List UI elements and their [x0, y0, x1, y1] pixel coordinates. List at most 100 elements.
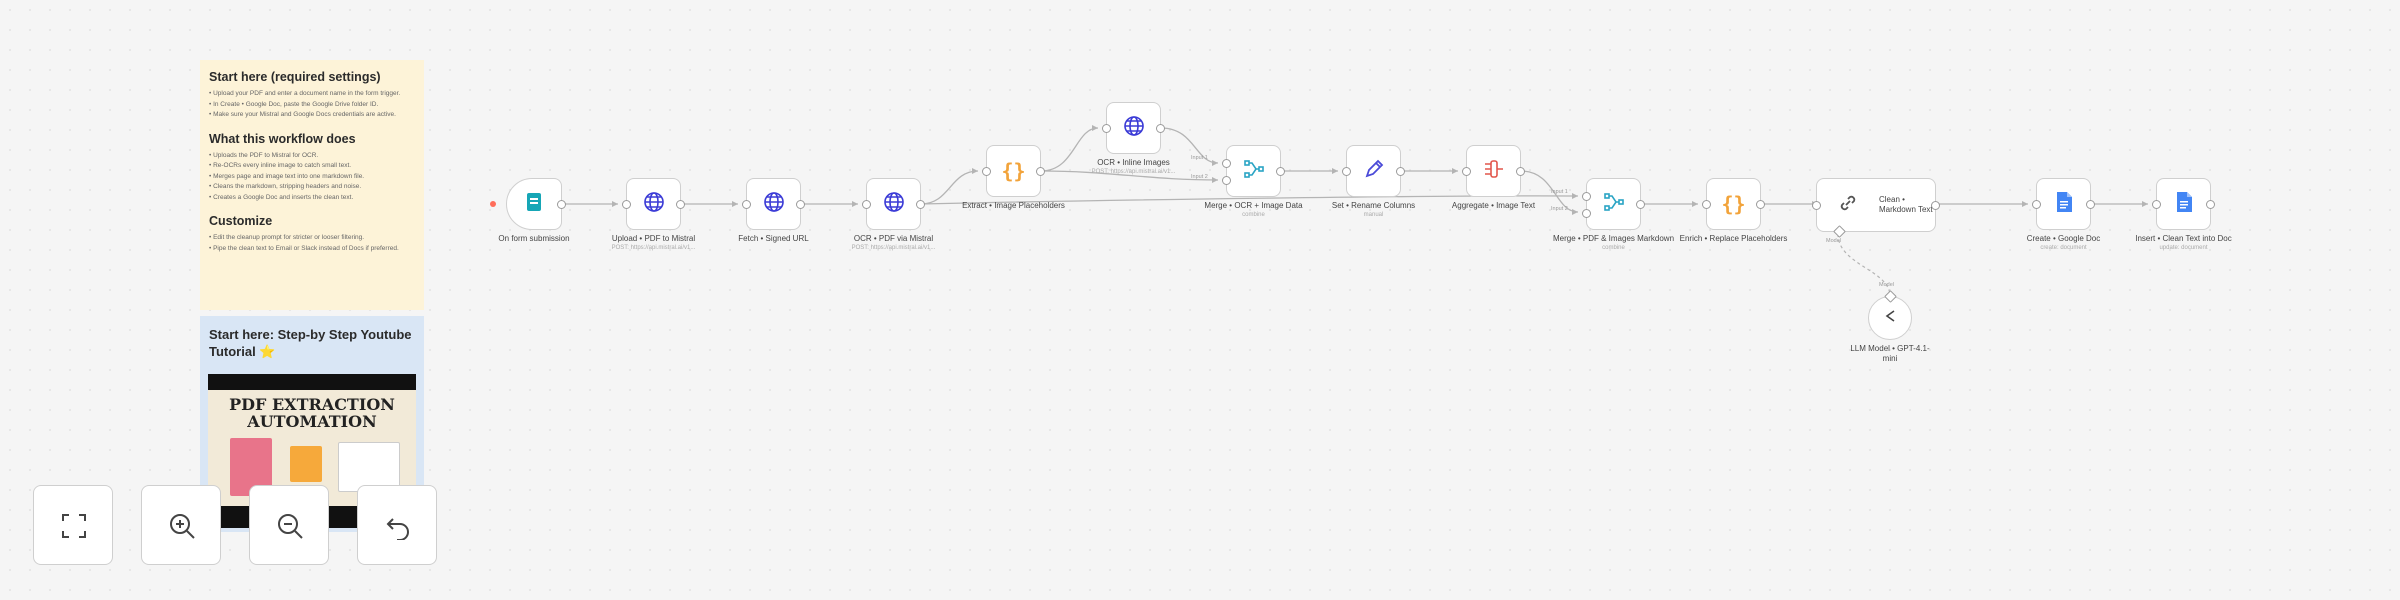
zoom-out-icon: [278, 514, 303, 539]
output-port[interactable]: [916, 199, 925, 209]
pencil-icon: [1363, 158, 1385, 184]
node-subtitle: POST: https://api.mistral.ai/v1...: [851, 245, 936, 251]
openai-icon: [1880, 306, 1900, 330]
note-heading: Start here (required settings): [209, 70, 381, 84]
node-title: LLM Model • GPT-4.1-mini: [1850, 344, 1930, 363]
input-port[interactable]: [862, 199, 871, 209]
node-title-text: Merge • OCR + Image Data: [1204, 201, 1303, 210]
node-title-text: Upload • PDF to Mistral: [611, 234, 696, 243]
output-port[interactable]: [1036, 166, 1045, 176]
sticky-note-settings[interactable]: Start here (required settings) • Upload …: [200, 60, 424, 310]
input-port[interactable]: [622, 199, 631, 209]
output-port[interactable]: [2086, 199, 2095, 209]
output-port[interactable]: [557, 199, 566, 209]
sticky-note-tutorial[interactable]: Start here: Step-by Step Youtube Tutoria…: [200, 316, 424, 532]
node-title-text: OCR • Inline Images: [1097, 158, 1170, 167]
doc-icon: [2175, 191, 2193, 217]
output-port[interactable]: [1636, 199, 1645, 209]
output-port[interactable]: [1516, 166, 1525, 176]
video-thumbnail[interactable]: PDF EXTRACTION AUTOMATION: [208, 374, 416, 528]
node-extract-placeholders[interactable]: {} Extract • Image Placeholders: [962, 145, 1065, 210]
input-port[interactable]: [1462, 166, 1471, 176]
input-port[interactable]: [1222, 159, 1231, 168]
node-form-trigger[interactable]: On form submission: [498, 178, 570, 243]
note-heading: Customize: [209, 214, 273, 228]
form-icon: [524, 191, 544, 217]
input-port[interactable]: [2032, 199, 2041, 209]
node-subtitle: POST: https://api.mistral.ai/v1...: [1091, 169, 1176, 175]
node-title-text: Insert • Clean Text into Doc: [2135, 234, 2232, 243]
output-port[interactable]: [1931, 200, 1940, 210]
input-port[interactable]: [2152, 199, 2161, 209]
node-title-text: OCR • PDF via Mistral: [853, 234, 934, 243]
input-port[interactable]: [1702, 199, 1711, 209]
output-port[interactable]: [796, 199, 805, 209]
input-port[interactable]: [982, 166, 991, 176]
fit-view-button[interactable]: [33, 485, 113, 565]
fit-view-icon: [62, 514, 86, 538]
node-subtitle: POST: https://api.mistral.ai/v1...: [611, 245, 696, 251]
edge-label-input1: Input 1: [1551, 189, 1568, 195]
input-port[interactable]: [742, 199, 751, 209]
input-port[interactable]: [1582, 208, 1591, 218]
node-title-text: Set • Rename Columns: [1331, 201, 1416, 210]
input-port[interactable]: [1102, 123, 1111, 133]
output-port[interactable]: [2206, 199, 2215, 209]
aggregate-icon: [1483, 158, 1505, 184]
doc-icon: [2055, 191, 2073, 217]
edge-label-input1: Input 1: [1191, 155, 1208, 161]
input-port[interactable]: [1222, 175, 1231, 185]
note-line: • Edit the cleanup prompt for stricter o…: [209, 234, 365, 241]
zoom-in-icon: [170, 514, 195, 539]
output-port[interactable]: [1156, 123, 1165, 133]
zoom-in-button[interactable]: [141, 485, 221, 565]
node-subtitle: create: document: [2040, 245, 2087, 251]
note-line: • Upload your PDF and enter a document n…: [209, 90, 401, 97]
input-port[interactable]: [1812, 200, 1821, 210]
note-line: • Re-OCRs every inline image to catch sm…: [209, 162, 352, 169]
globe-icon: [1123, 115, 1145, 141]
node-set-rename-columns[interactable]: Set • Rename Columns manual: [1332, 145, 1415, 218]
node-title: Enrich • Replace Placeholders: [1679, 234, 1788, 243]
node-clean-markdown[interactable]: Clean • Markdown Text: [1812, 178, 1940, 238]
input-port[interactable]: [1582, 192, 1591, 201]
node-title: On form submission: [498, 234, 570, 243]
output-port[interactable]: [1276, 166, 1285, 176]
node-llm-model[interactable]: LLM Model • GPT-4.1-mini: [1850, 290, 1930, 363]
node-title: Clean • Markdown Text: [1879, 195, 1933, 214]
merge-icon: [1243, 158, 1265, 184]
node-aggregate-image-text[interactable]: Aggregate • Image Text: [1452, 145, 1535, 210]
edge-label-model: Model: [1826, 238, 1841, 244]
note-line: • Merges page and image text into one ma…: [209, 172, 365, 180]
note-line: • In Create • Google Doc, paste the Goog…: [209, 100, 379, 108]
thumbnail-graphic: [338, 442, 400, 492]
node-enrich-placeholders[interactable]: {} Enrich • Replace Placeholders: [1680, 178, 1787, 243]
reset-zoom-button[interactable]: [357, 485, 437, 565]
note-section-customize: Customize • Edit the cleanup prompt for …: [209, 214, 415, 253]
output-port[interactable]: [1756, 199, 1765, 209]
link-icon: [1837, 192, 1859, 218]
input-port[interactable]: [1342, 166, 1351, 176]
note-section-required-settings: Start here (required settings) • Upload …: [209, 70, 415, 120]
note-line: • Uploads the PDF to Mistral for OCR.: [209, 151, 319, 159]
node-subtitle: combine: [1602, 245, 1625, 251]
output-port[interactable]: [1396, 166, 1405, 176]
zoom-out-button[interactable]: [249, 485, 329, 565]
node-fetch-signed-url[interactable]: Fetch • Signed URL: [738, 178, 809, 243]
output-port[interactable]: [676, 199, 685, 209]
merge-icon: [1603, 191, 1625, 217]
node-subtitle: manual: [1363, 212, 1384, 218]
node-title: Extract • Image Placeholders: [962, 201, 1065, 210]
node-title: Fetch • Signed URL: [738, 234, 809, 243]
braces-icon: {}: [1001, 159, 1026, 183]
